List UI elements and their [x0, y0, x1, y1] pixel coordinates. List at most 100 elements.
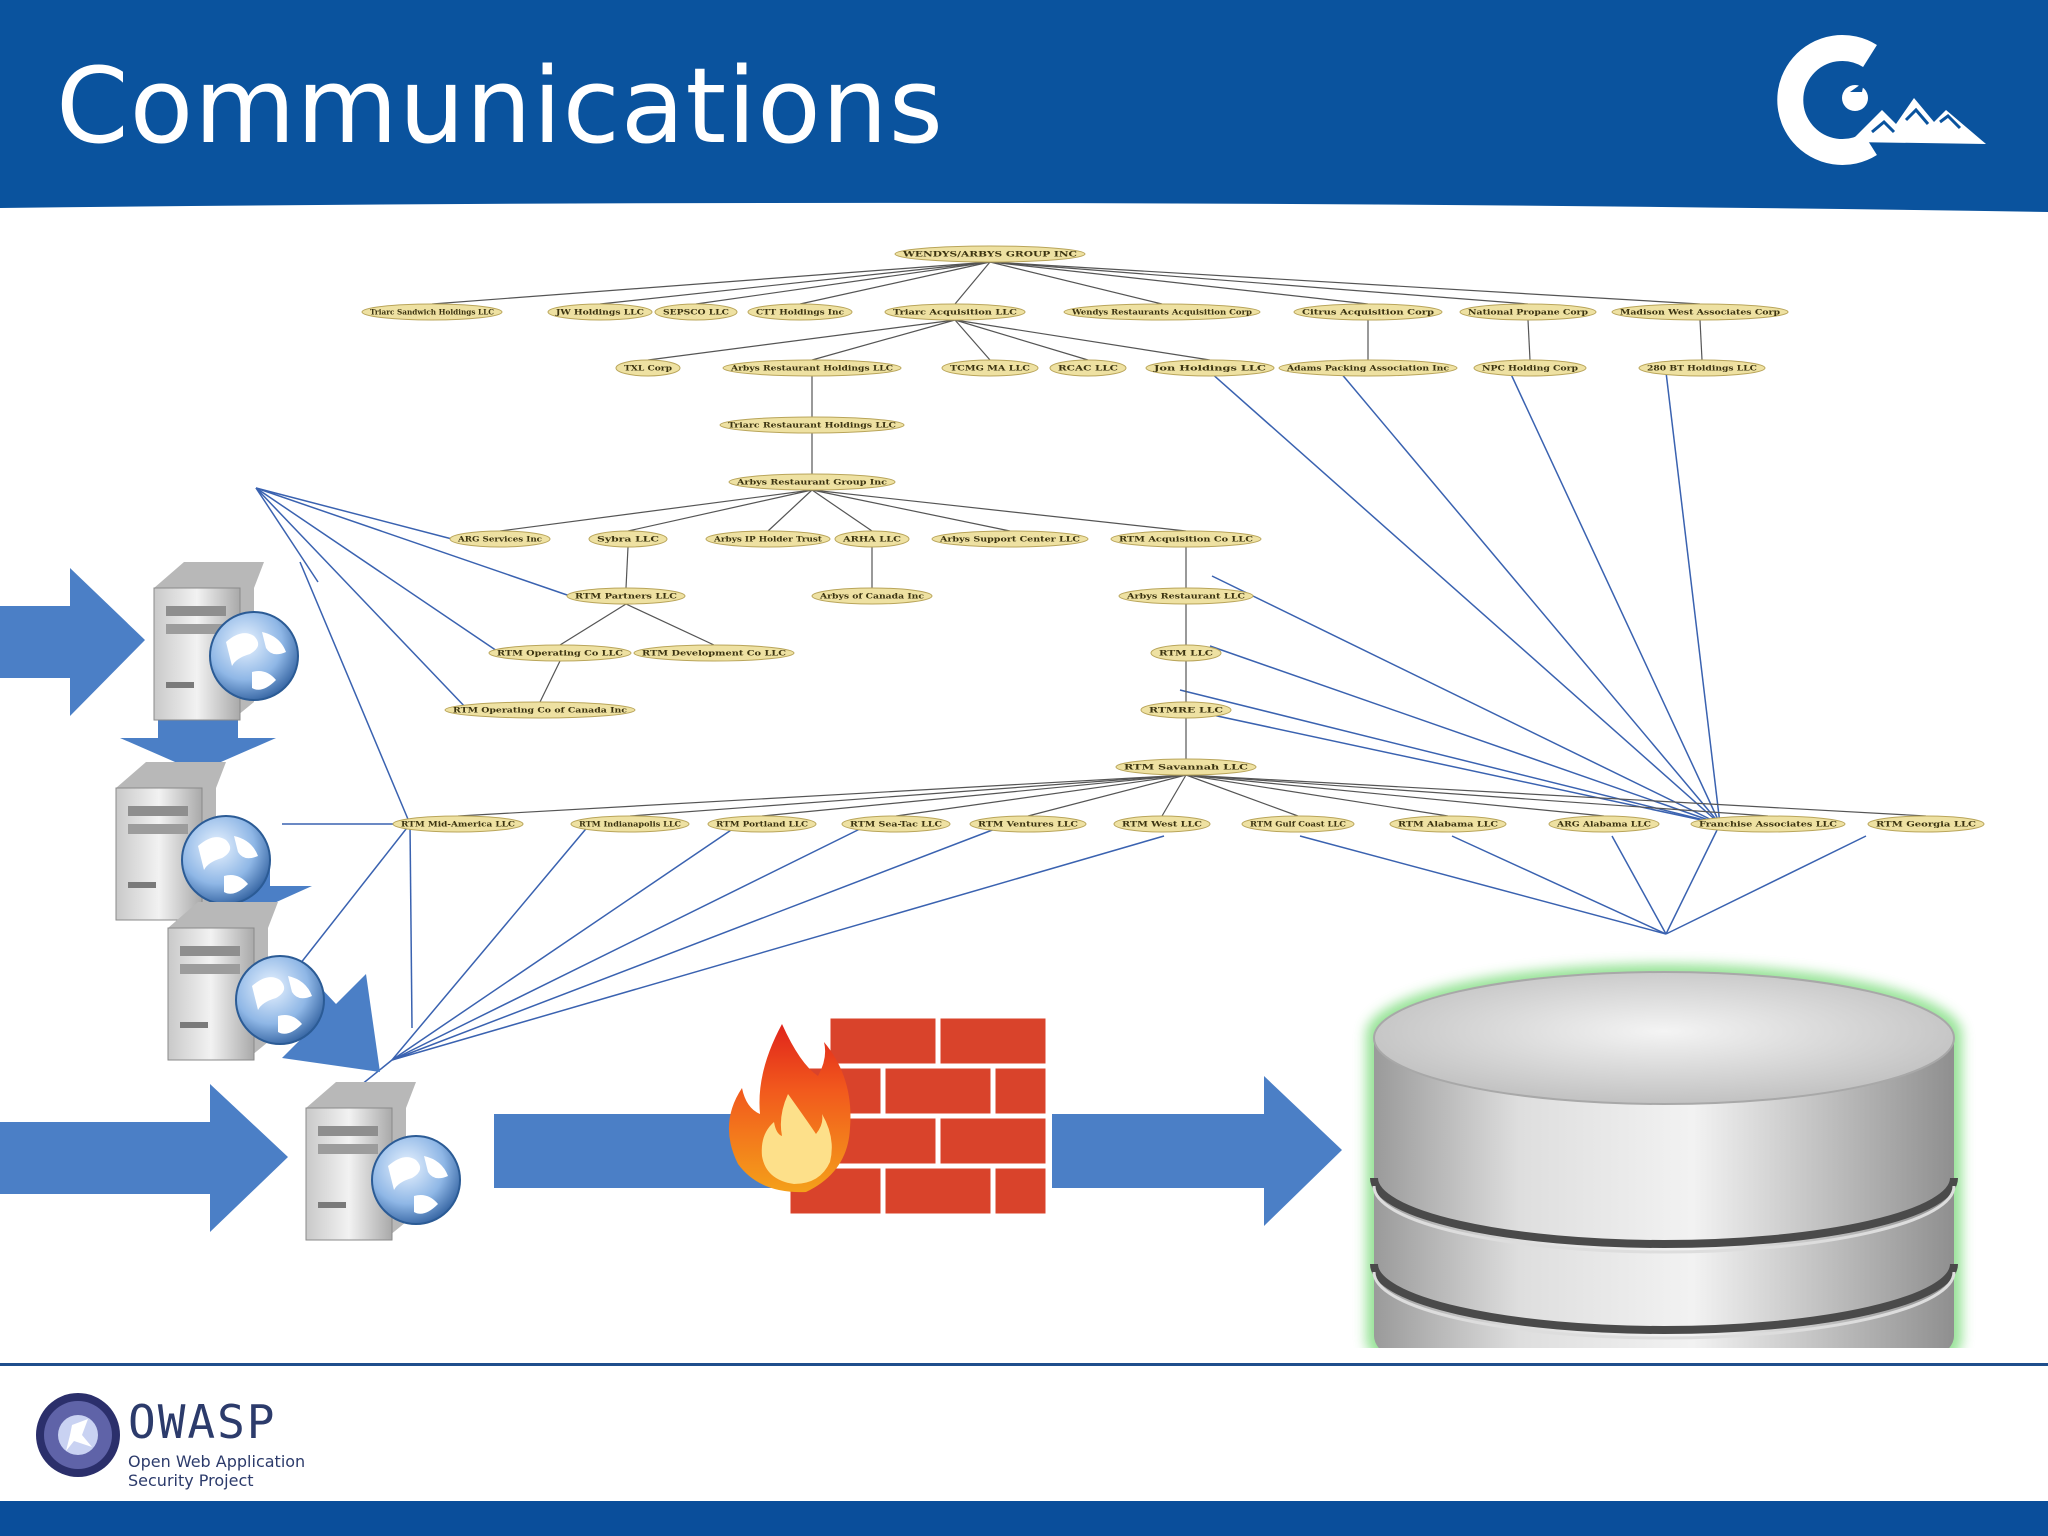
org-chart-node-label: Jon Holdings LLC: [1152, 364, 1266, 373]
owasp-tagline: Security Project: [128, 1471, 254, 1490]
org-chart-edge: [647, 319, 956, 361]
org-chart-node: RTM Acquisition Co LLC: [1110, 530, 1262, 548]
org-chart-node-shape: [444, 701, 636, 719]
org-chart-node-label: RTM Mid-America LLC: [401, 820, 516, 829]
org-chart-node-shape: [633, 644, 795, 662]
org-chart-node-shape: [894, 245, 1086, 263]
web-server-icon: [153, 562, 299, 721]
org-chart-node-label: RTM Operating Co of Canada Inc: [453, 706, 627, 715]
org-chart-node: RTM Gulf Coast LLC: [1241, 815, 1355, 833]
owasp-logo-icon: [36, 1393, 120, 1477]
org-chart-node-shape: [392, 815, 524, 833]
org-chart-edge: [954, 319, 1211, 361]
org-chart-node-shape: [1241, 815, 1355, 833]
connection-line: [1451, 835, 1667, 935]
org-chart-edge: [1185, 774, 1769, 817]
org-chart-edge: [989, 261, 1369, 305]
org-chart-node-shape: [1867, 815, 1985, 833]
org-chart-edge: [629, 774, 1187, 817]
flow-arrow: [120, 705, 276, 772]
connection-line: [1339, 371, 1721, 825]
org-chart-node-shape: [707, 815, 817, 833]
footer-bar: [0, 1501, 2048, 1536]
org-chart-node: RTM Sea-Tac LLC: [841, 815, 951, 833]
org-chart-node-label: RTM West LLC: [1122, 820, 1203, 829]
org-chart-node: Jon Holdings LLC: [1145, 359, 1275, 377]
org-chart-node: RTM Ventures LLC: [969, 815, 1087, 833]
org-chart-node-label: RTM Partners LLC: [575, 592, 678, 601]
org-chart-node-shape: [566, 587, 686, 605]
org-chart-node: TXL Corp: [615, 359, 681, 377]
org-chart-edge: [457, 774, 1187, 817]
org-chart-edge: [1027, 774, 1187, 817]
connection-line: [299, 823, 411, 965]
org-chart-node-shape: [547, 303, 653, 321]
globe-icon: [209, 611, 299, 701]
connection-line: [391, 823, 591, 1061]
network-diagram: WENDYS/ARBYS GROUP INC Triarc Sandwich Ho…: [0, 245, 1985, 1348]
owasp-wordmark: OWASP: [128, 1395, 277, 1449]
org-chart-node-shape: [1049, 359, 1127, 377]
org-chart-node-label: RTM Acquisition Co LLC: [1119, 535, 1254, 544]
org-chart-node: Triarc Restaurant Holdings LLC: [719, 416, 905, 434]
org-chart-edge: [1527, 319, 1531, 361]
org-chart-node-label: NPC Holding Corp: [1482, 364, 1578, 373]
org-chart-node: WENDYS/ARBYS GROUP INC: [894, 245, 1086, 263]
org-chart-node-label: RTM Georgia LLC: [1876, 820, 1977, 829]
org-chart-node: RTM LLC: [1150, 644, 1222, 662]
org-chart-edge: [811, 319, 956, 361]
org-chart-node-label: RTM Portland LLC: [716, 820, 809, 829]
org-chart-node-label: Arbys Restaurant LLC: [1126, 592, 1246, 601]
org-chart-edge: [695, 261, 991, 305]
org-chart-node-shape: [1140, 701, 1232, 719]
org-chart-edge: [1185, 774, 1449, 817]
org-chart-node: RTM West LLC: [1113, 815, 1211, 833]
org-chart-node-label: Arbys Restaurant Group Inc: [736, 478, 887, 487]
org-chart-node-shape: [1389, 815, 1507, 833]
connection-line: [409, 823, 413, 1029]
org-chart-node: Adams Packing Association Inc: [1278, 359, 1458, 377]
org-chart: WENDYS/ARBYS GROUP INC Triarc Sandwich Ho…: [361, 245, 1985, 833]
org-chart-node: RCAC LLC: [1049, 359, 1127, 377]
org-chart-node-label: RTM Indianapolis LLC: [579, 820, 681, 829]
org-chart-node-shape: [1145, 359, 1275, 377]
org-chart-node-label: TCMG MA LLC: [950, 364, 1031, 373]
org-chart-node: RTM Operating Co LLC: [488, 644, 632, 662]
org-chart-node-label: Triarc Sandwich Holdings LLC: [370, 308, 494, 317]
org-chart-node-label: TXL Corp: [624, 364, 672, 373]
org-chart-edge: [431, 261, 991, 305]
connection-line: [391, 823, 1009, 1061]
org-chart-node-shape: [1293, 303, 1443, 321]
org-chart-node-label: ARG Services Inc: [457, 535, 542, 544]
org-chart-edge: [799, 261, 991, 305]
connection-line: [1299, 835, 1667, 935]
org-chart-node-shape: [1611, 303, 1789, 321]
org-chart-node-label: RTM Operating Co LLC: [497, 649, 624, 658]
org-chart-edge: [989, 261, 1529, 305]
mountain-logo-icon: [1777, 35, 1986, 165]
org-chart-edge: [954, 319, 991, 361]
connection-line: [1665, 835, 1867, 935]
connection-line: [1611, 835, 1667, 935]
org-chart-edge: [1185, 774, 1605, 817]
org-chart-node: Triarc Sandwich Holdings LLC: [361, 303, 503, 321]
org-chart-node: Arbys Restaurant Group Inc: [728, 473, 896, 491]
org-chart-node: RTM Portland LLC: [707, 815, 817, 833]
page-title: Communications: [56, 45, 944, 167]
org-chart-node-shape: [834, 530, 910, 548]
org-chart-node-shape: [941, 359, 1039, 377]
org-chart-edges: [431, 261, 1927, 817]
org-chart-node-label: Arbys Support Center LLC: [939, 535, 1081, 544]
org-chart-node-label: SEPSCO LLC: [663, 308, 730, 317]
org-chart-edge: [761, 774, 1187, 817]
org-chart-node-label: RTM LLC: [1159, 649, 1214, 658]
org-chart-node: RTM Development Co LLC: [633, 644, 795, 662]
org-chart-node-shape: [1459, 303, 1597, 321]
org-chart-node-label: JW Holdings LLC: [555, 308, 645, 317]
org-chart-edge: [539, 660, 561, 703]
org-chart-edge: [895, 774, 1187, 817]
connection-line: [255, 487, 453, 540]
connection-line: [255, 487, 319, 583]
org-chart-node: SEPSCO LLC: [654, 303, 738, 321]
org-chart-node: RTM Mid-America LLC: [392, 815, 524, 833]
